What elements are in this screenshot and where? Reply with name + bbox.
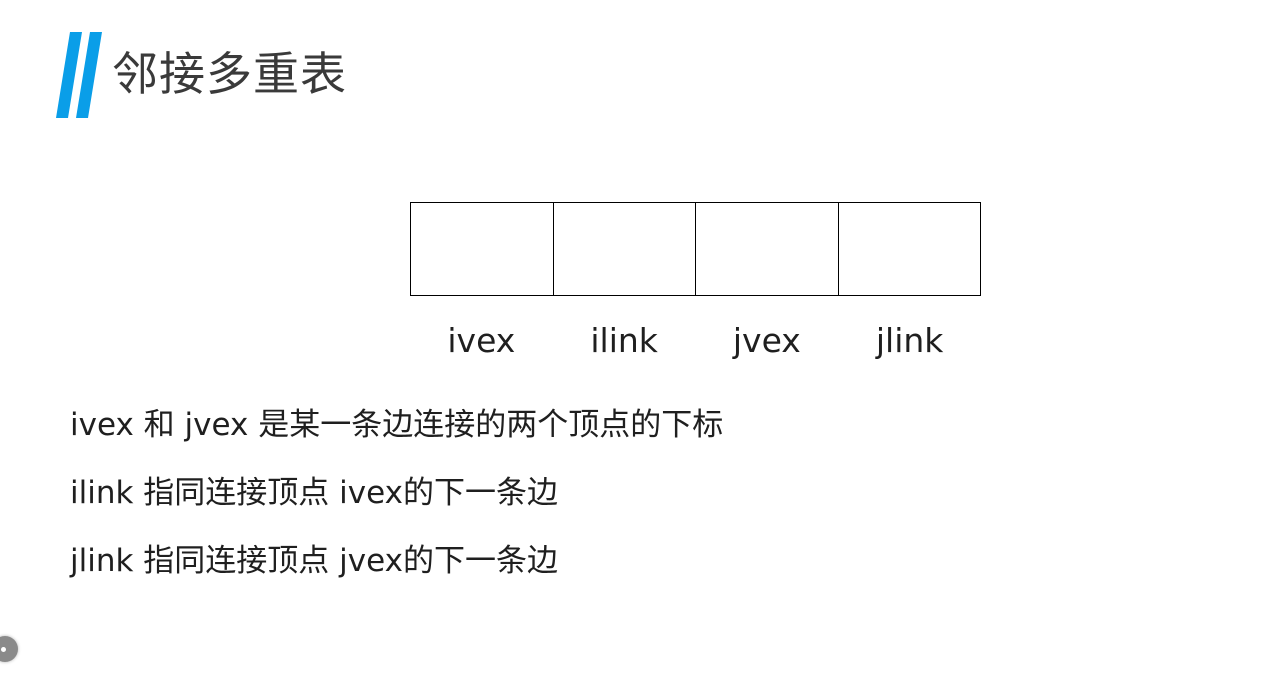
slide-title: 邻接多重表: [112, 47, 347, 101]
description-line: jlink 指同连接顶点 jvex的下一条边: [70, 543, 558, 579]
node-field-ilink: [552, 203, 695, 295]
field-label-ivex: ivex: [447, 321, 516, 360]
description-list: ivex 和 jvex 是某一条边连接的两个顶点的下标 ilink 指同连接顶点…: [70, 402, 723, 606]
node-field-jvex: [695, 203, 838, 295]
description-line: ilink 指同连接顶点 ivex的下一条边: [70, 475, 558, 511]
circle-dot-icon[interactable]: [0, 636, 18, 662]
node-field-ivex: [411, 203, 553, 295]
field-label-jvex: jvex: [732, 321, 801, 360]
field-label-jlink: jlink: [875, 321, 944, 360]
node-field-labels: ivex ilink jvex jlink: [410, 318, 981, 364]
title-accent-icon: [56, 32, 102, 118]
node-structure-diagram: [410, 202, 981, 296]
field-label-ilink: ilink: [590, 321, 658, 360]
description-line: ivex 和 jvex 是某一条边连接的两个顶点的下标: [70, 407, 724, 443]
node-field-jlink: [837, 203, 980, 295]
